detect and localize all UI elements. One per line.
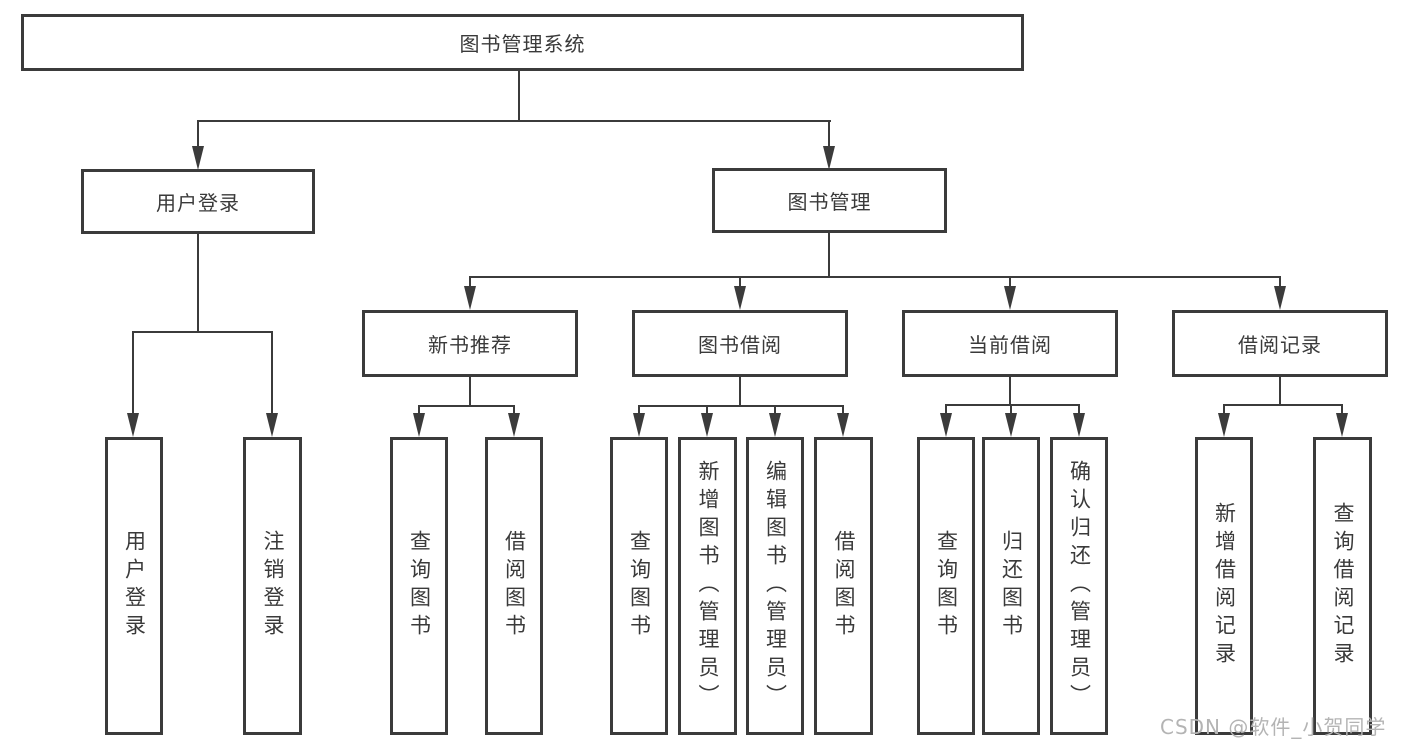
arrowhead-down-icon bbox=[464, 286, 476, 310]
arrowhead-down-icon bbox=[127, 413, 139, 437]
node-new-book-recommend-label: 新书推荐 bbox=[428, 333, 512, 357]
leaf-return-books: 归还图书 bbox=[982, 437, 1040, 735]
leaf-query-books-borrow: 查询图书 bbox=[610, 437, 668, 735]
arrowhead-down-icon bbox=[940, 413, 952, 437]
connector-userlogin-drop-2 bbox=[271, 331, 273, 415]
leaf-borrow-books-recommend-label: 借阅图书 bbox=[502, 530, 527, 642]
leaf-add-books-admin: 新增图书（管理员） bbox=[678, 437, 737, 735]
connector-borrow-drop-3 bbox=[774, 405, 776, 417]
arrowhead-down-icon bbox=[266, 413, 278, 437]
connector-current-drop-1 bbox=[945, 404, 947, 417]
arrowhead-down-icon bbox=[413, 413, 425, 437]
node-borrow-records: 借阅记录 bbox=[1172, 310, 1388, 377]
node-user-login-label: 用户登录 bbox=[156, 191, 240, 215]
arrowhead-down-icon bbox=[1073, 413, 1085, 437]
arrowhead-down-icon bbox=[1336, 413, 1348, 437]
leaf-borrow-books-label: 借阅图书 bbox=[832, 530, 856, 642]
connector-borrow-drop-4 bbox=[842, 405, 844, 417]
connector-root-stem bbox=[518, 68, 520, 122]
arrowhead-down-icon bbox=[1218, 413, 1230, 437]
connector-l3-drop-1 bbox=[469, 276, 471, 290]
connector-records-drop-2 bbox=[1341, 404, 1343, 417]
connector-borrow-drop-2 bbox=[706, 405, 708, 417]
arrowhead-down-icon bbox=[734, 286, 746, 310]
leaf-query-books-current-label: 查询图书 bbox=[934, 530, 959, 642]
leaf-add-borrow-record-label: 新增借阅记录 bbox=[1212, 502, 1237, 670]
connector-userlogin-drop-1 bbox=[132, 331, 134, 415]
node-current-borrow: 当前借阅 bbox=[902, 310, 1118, 377]
arrowhead-down-icon bbox=[1005, 413, 1017, 437]
leaf-edit-books-admin: 编辑图书（管理员） bbox=[746, 437, 804, 735]
arrowhead-down-icon bbox=[823, 146, 835, 170]
connector-records-stem bbox=[1279, 376, 1281, 406]
connector-borrow-drop-1 bbox=[638, 405, 640, 417]
leaf-query-books-recommend-label: 查询图书 bbox=[407, 530, 432, 642]
connector-current-branch bbox=[945, 404, 1080, 406]
connector-l2-drop-right bbox=[828, 120, 830, 148]
connector-records-branch bbox=[1223, 404, 1343, 406]
arrowhead-down-icon bbox=[837, 413, 849, 437]
connector-borrow-branch bbox=[638, 405, 844, 407]
leaf-user-login: 用户登录 bbox=[105, 437, 163, 735]
node-current-borrow-label: 当前借阅 bbox=[968, 333, 1052, 357]
leaf-logout: 注销登录 bbox=[243, 437, 302, 735]
connector-current-stem bbox=[1009, 376, 1011, 406]
leaf-add-books-admin-label: 新增图书（管理员） bbox=[696, 460, 720, 712]
connector-recommend-branch bbox=[418, 405, 515, 407]
leaf-confirm-return-admin-label: 确认归还（管理员） bbox=[1067, 460, 1092, 712]
arrowhead-down-icon bbox=[192, 146, 204, 170]
connector-borrow-stem bbox=[739, 376, 741, 407]
leaf-query-books-borrow-label: 查询图书 bbox=[627, 530, 652, 642]
node-book-borrow-label: 图书借阅 bbox=[698, 333, 782, 357]
connector-userlogin-stem bbox=[197, 233, 199, 333]
connector-records-drop-1 bbox=[1223, 404, 1225, 417]
node-new-book-recommend: 新书推荐 bbox=[362, 310, 578, 377]
leaf-borrow-books-recommend: 借阅图书 bbox=[485, 437, 543, 735]
connector-recommend-drop-1 bbox=[418, 405, 420, 417]
arrowhead-down-icon bbox=[1274, 286, 1286, 310]
node-root-label: 图书管理系统 bbox=[459, 32, 586, 56]
node-borrow-records-label: 借阅记录 bbox=[1238, 333, 1322, 357]
connector-l3-drop-2 bbox=[739, 276, 741, 290]
leaf-borrow-books: 借阅图书 bbox=[814, 437, 873, 735]
connector-l2-branch bbox=[197, 120, 831, 122]
connector-current-drop-2 bbox=[1010, 404, 1012, 417]
node-root: 图书管理系统 bbox=[21, 14, 1024, 71]
leaf-user-login-label: 用户登录 bbox=[122, 530, 147, 642]
leaf-edit-books-admin-label: 编辑图书（管理员） bbox=[763, 460, 788, 712]
leaf-logout-label: 注销登录 bbox=[261, 530, 285, 642]
leaf-add-borrow-record: 新增借阅记录 bbox=[1195, 437, 1253, 735]
leaf-return-books-label: 归还图书 bbox=[999, 530, 1024, 642]
arrowhead-down-icon bbox=[508, 413, 520, 437]
node-user-login: 用户登录 bbox=[81, 169, 315, 234]
connector-current-drop-3 bbox=[1078, 404, 1080, 417]
arrowhead-down-icon bbox=[633, 413, 645, 437]
node-book-management-label: 图书管理 bbox=[787, 190, 872, 214]
connector-recommend-stem bbox=[469, 376, 471, 407]
connector-l3-branch bbox=[469, 276, 1281, 278]
connector-recommend-drop-2 bbox=[513, 405, 515, 417]
leaf-query-books-current: 查询图书 bbox=[917, 437, 975, 735]
arrowhead-down-icon bbox=[769, 413, 781, 437]
arrowhead-down-icon bbox=[1004, 286, 1016, 310]
arrowhead-down-icon bbox=[701, 413, 713, 437]
connector-l2-drop-left bbox=[197, 120, 199, 148]
leaf-query-borrow-record-label: 查询借阅记录 bbox=[1331, 502, 1355, 670]
connector-l3-drop-3 bbox=[1009, 276, 1011, 290]
connector-userlogin-branch bbox=[132, 331, 273, 333]
leaf-query-borrow-record: 查询借阅记录 bbox=[1313, 437, 1372, 735]
node-book-borrow: 图书借阅 bbox=[632, 310, 848, 377]
node-book-management: 图书管理 bbox=[712, 168, 947, 233]
connector-bookmgmt-stem bbox=[828, 232, 830, 278]
connector-l3-drop-4 bbox=[1279, 276, 1281, 290]
leaf-confirm-return-admin: 确认归还（管理员） bbox=[1050, 437, 1108, 735]
csdn-watermark: CSDN @软件_小贺同学 bbox=[1160, 715, 1387, 739]
leaf-query-books-recommend: 查询图书 bbox=[390, 437, 448, 735]
